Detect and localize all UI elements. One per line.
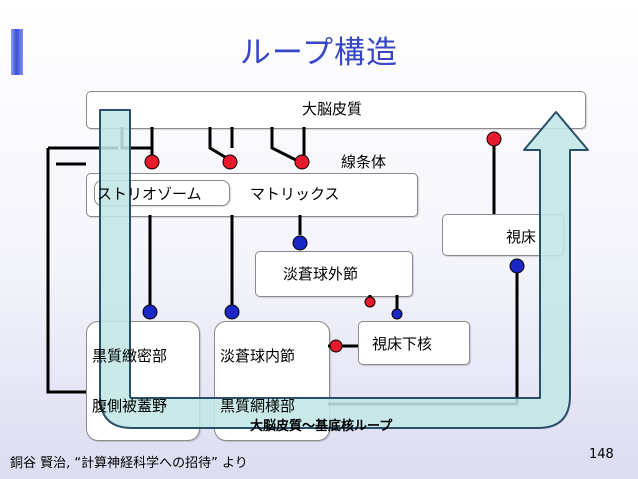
gpi-label: 淡蒼球内節: [220, 347, 296, 365]
gpe-box: [255, 251, 413, 297]
loop-label: 大脳皮質〜基底核ループ: [250, 419, 393, 434]
synapse-inhibitory: [292, 235, 308, 251]
stn-box: [358, 321, 470, 365]
synapse-excitatory: [294, 154, 310, 170]
striatum-label: 線条体: [341, 153, 387, 171]
synapse-excitatory: [329, 339, 343, 353]
page-number: 148: [589, 447, 614, 462]
cortex-matrix-path-1: [208, 127, 231, 162]
snr-label: 黒質網様部: [220, 397, 296, 415]
synapse-inhibitory: [224, 304, 240, 320]
synapse-inhibitory: [509, 258, 525, 274]
striosome-label: ストリオゾーム: [97, 185, 202, 203]
slide-title: ループ構造: [239, 35, 399, 71]
synapse-excitatory: [222, 154, 238, 170]
synapse-inhibitory: [142, 304, 158, 320]
synapse-excitatory: [144, 154, 160, 170]
snc-label: 黒質緻密部: [92, 347, 168, 365]
thalamus-label: 視床: [506, 228, 537, 246]
stn-label: 視床下核: [372, 335, 433, 353]
matrix-label: マトリックス: [250, 185, 340, 203]
synapse-excitatory: [364, 296, 376, 308]
gpe-label: 淡蒼球外節: [283, 265, 359, 283]
synapse-inhibitory: [391, 308, 403, 320]
credit-text: 銅谷 賢治, “計算神経科学への招待” より: [10, 456, 248, 471]
title-accent-bar: [11, 29, 23, 75]
synapse-excitatory: [486, 131, 502, 147]
cortex-box: [86, 91, 586, 129]
cortex-label: 大脳皮質: [302, 100, 363, 118]
cortex-basal-ganglia-loop-arrow: [99, 109, 589, 429]
synapse-markers: [142, 131, 525, 353]
cortex-matrix-path-3: [270, 127, 297, 162]
vta-label: 腹側被蓋野: [92, 397, 168, 415]
outer-loop-line: [46, 148, 86, 394]
